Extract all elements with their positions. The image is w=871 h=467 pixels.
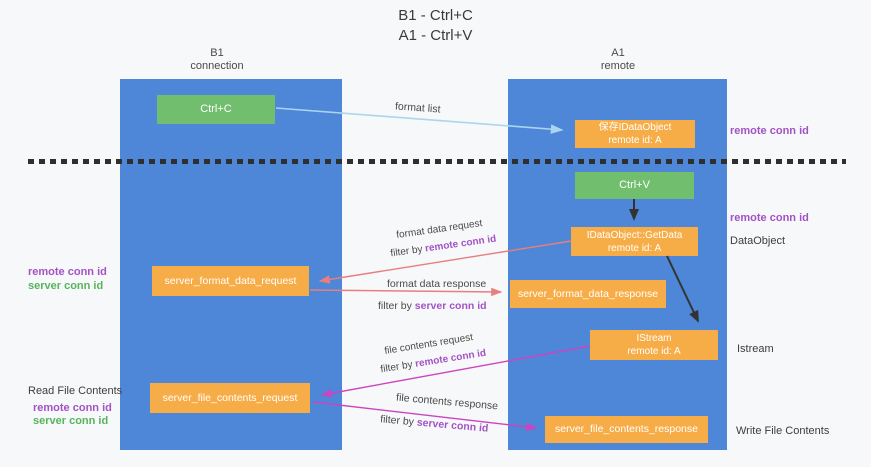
- lane-b1-title: B1: [210, 47, 224, 59]
- diagram-title: B1 - Ctrl+C A1 - Ctrl+V: [0, 6, 871, 46]
- node-idataobject-getdata-line2: remote id: A: [607, 242, 662, 254]
- edge-label-format-data-response: format data response: [387, 278, 487, 290]
- annotation-read-file-contents: Read File Contents: [28, 385, 123, 397]
- annotation-server-conn-id-left2: server conn id: [33, 415, 109, 427]
- node-server-format-data-request-label: server_format_data_request: [164, 274, 297, 287]
- annotation-remote-conn-id-left1: remote conn id: [28, 266, 107, 278]
- node-server-format-data-response-label: server_format_data_response: [517, 287, 659, 300]
- title-line-b1: B1 - Ctrl+C: [398, 7, 473, 24]
- node-server-file-contents-request-label: server_file_contents_request: [162, 391, 298, 404]
- edge-label-filter-format-response: filter by server conn id: [378, 300, 487, 312]
- filter-key-remote-conn-id: remote conn id: [414, 347, 487, 370]
- filter-key-server-conn-id: server conn id: [414, 300, 487, 312]
- lane-header-a1: A1 remote: [558, 47, 678, 73]
- annotation-write-file-contents: Write File Contents: [736, 425, 830, 437]
- edge-label-filter-file-response: filter by server conn id: [380, 413, 489, 434]
- node-ctrl-c-label: Ctrl+C: [200, 103, 232, 115]
- node-ctrl-v: Ctrl+V: [575, 172, 694, 199]
- lane-a1-title: A1: [611, 47, 625, 59]
- node-server-file-contents-response-label: server_file_contents_response: [554, 423, 698, 435]
- annotation-remote-conn-id-mid: remote conn id: [730, 212, 809, 224]
- node-idataobject-getdata: IDataObject::GetData remote id: A: [571, 227, 698, 256]
- title-line-a1: A1 - Ctrl+V: [398, 27, 473, 44]
- node-save-idataobject: 保存IDataObject remote id: A: [575, 120, 695, 148]
- lane-b1-subtitle: connection: [190, 60, 244, 72]
- edge-label-file-contents-response: file contents response: [395, 391, 499, 413]
- node-istream-line1: IStream: [636, 333, 672, 344]
- filter-by-text: filter by: [378, 300, 412, 312]
- lane-a1-subtitle: remote: [600, 60, 636, 72]
- node-save-idataobject-line2: remote id: A: [608, 135, 662, 146]
- filter-by-text: filter by: [379, 413, 415, 429]
- filter-by-text: filter by: [389, 243, 424, 260]
- copy-paste-divider-line: [28, 159, 846, 164]
- filter-key-server-conn-id: server conn id: [416, 416, 489, 435]
- annotation-remote-conn-id-top: remote conn id: [730, 125, 809, 137]
- lane-header-b1: B1 connection: [157, 47, 277, 73]
- node-save-idataobject-line1: 保存IDataObject: [598, 122, 672, 133]
- node-ctrl-c: Ctrl+C: [157, 95, 275, 124]
- filter-by-text: filter by: [379, 359, 414, 376]
- annotation-remote-conn-id-left2: remote conn id: [33, 402, 112, 414]
- node-server-file-contents-response: server_file_contents_response: [545, 416, 708, 443]
- node-server-file-contents-request: server_file_contents_request: [150, 383, 310, 413]
- node-istream-line2: remote id: A: [627, 346, 681, 357]
- node-server-format-data-response: server_format_data_response: [510, 280, 666, 308]
- filter-key-remote-conn-id: remote conn id: [424, 233, 497, 255]
- edge-label-format-list: format list: [394, 100, 441, 116]
- node-istream: IStream remote id: A: [590, 330, 718, 360]
- annotation-istream: Istream: [737, 343, 774, 355]
- node-idataobject-getdata-line1: IDataObject::GetData: [586, 229, 683, 241]
- node-server-format-data-request: server_format_data_request: [152, 266, 309, 296]
- annotation-dataobject: DataObject: [730, 235, 786, 247]
- annotation-server-conn-id-left1: server conn id: [28, 280, 104, 292]
- node-ctrl-v-label: Ctrl+V: [619, 179, 650, 191]
